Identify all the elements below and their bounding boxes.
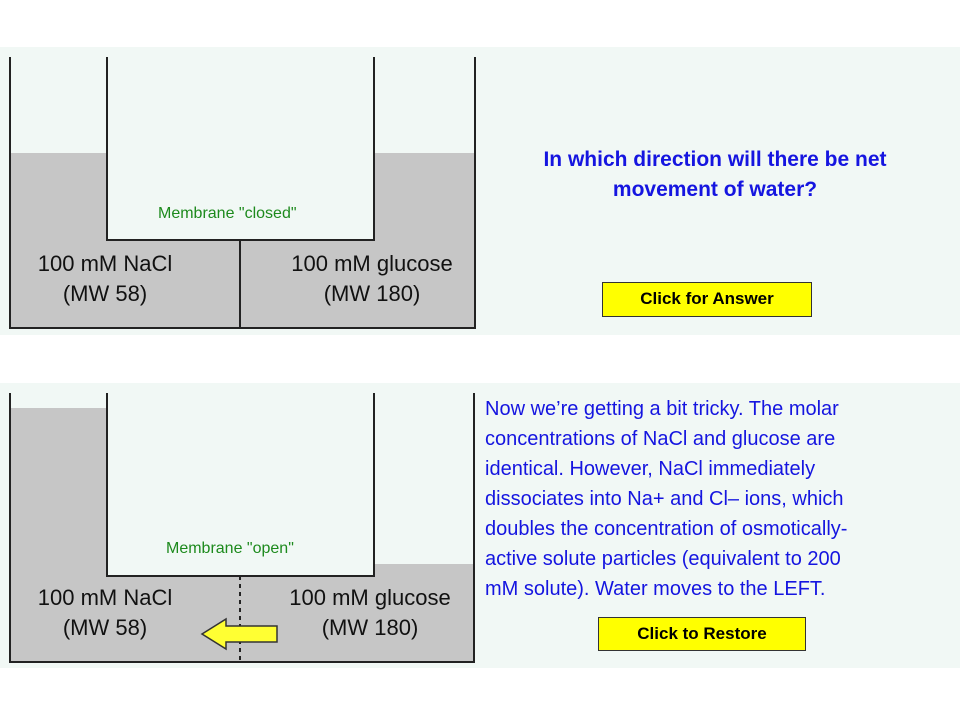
left-compartment-label: 100 mM NaCl (MW 58) — [20, 583, 190, 643]
vessel-outer-wall — [9, 393, 475, 663]
left-mw: (MW 58) — [62, 615, 148, 640]
water-flow-arrow-icon — [200, 617, 278, 651]
answer-text: Now we’re getting a bit tricky. The mola… — [485, 394, 945, 604]
u-tube-diagram-open — [9, 393, 475, 663]
right-solute: 100 mM glucose — [291, 251, 453, 276]
answer-line: Now we’re getting a bit tricky. The mola… — [485, 398, 839, 420]
water-bottom — [10, 576, 474, 662]
right-solute: 100 mM glucose — [289, 585, 451, 610]
answer-panel: Membrane "open" 100 mM NaCl (MW 58) 100 … — [0, 383, 960, 668]
answer-line: doubles the concentration of osmotically… — [485, 518, 848, 540]
click-to-restore-button[interactable]: Click to Restore — [598, 617, 806, 651]
question-text: In which direction will there be net mov… — [543, 148, 887, 201]
click-for-answer-button[interactable]: Click for Answer — [602, 282, 812, 317]
answer-line: dissociates into Na+ and Cl– ions, which — [485, 488, 844, 510]
answer-line: concentrations of NaCl and glucose are — [485, 428, 836, 450]
answer-line: mM solute). Water moves to the LEFT. — [485, 578, 826, 600]
left-solute: 100 mM NaCl — [37, 585, 173, 610]
right-mw: (MW 180) — [321, 615, 419, 640]
right-compartment-label: 100 mM glucose (MW 180) — [280, 583, 460, 643]
right-mw: (MW 180) — [323, 281, 421, 306]
left-compartment-label: 100 mM NaCl (MW 58) — [20, 249, 190, 309]
vessel-outer-wall — [9, 57, 476, 329]
right-compartment-label: 100 mM glucose (MW 180) — [282, 249, 462, 309]
water-bottom — [10, 240, 475, 328]
left-solute: 100 mM NaCl — [37, 251, 173, 276]
answer-line: identical. However, NaCl immediately — [485, 458, 816, 480]
left-mw: (MW 58) — [62, 281, 148, 306]
question-panel: Membrane "closed" 100 mM NaCl (MW 58) 10… — [0, 47, 960, 335]
membrane-label: Membrane "open" — [166, 540, 294, 557]
u-tube-diagram-closed — [9, 57, 476, 329]
answer-line: active solute particles (equivalent to 2… — [485, 548, 841, 570]
membrane-label: Membrane "closed" — [158, 205, 297, 222]
